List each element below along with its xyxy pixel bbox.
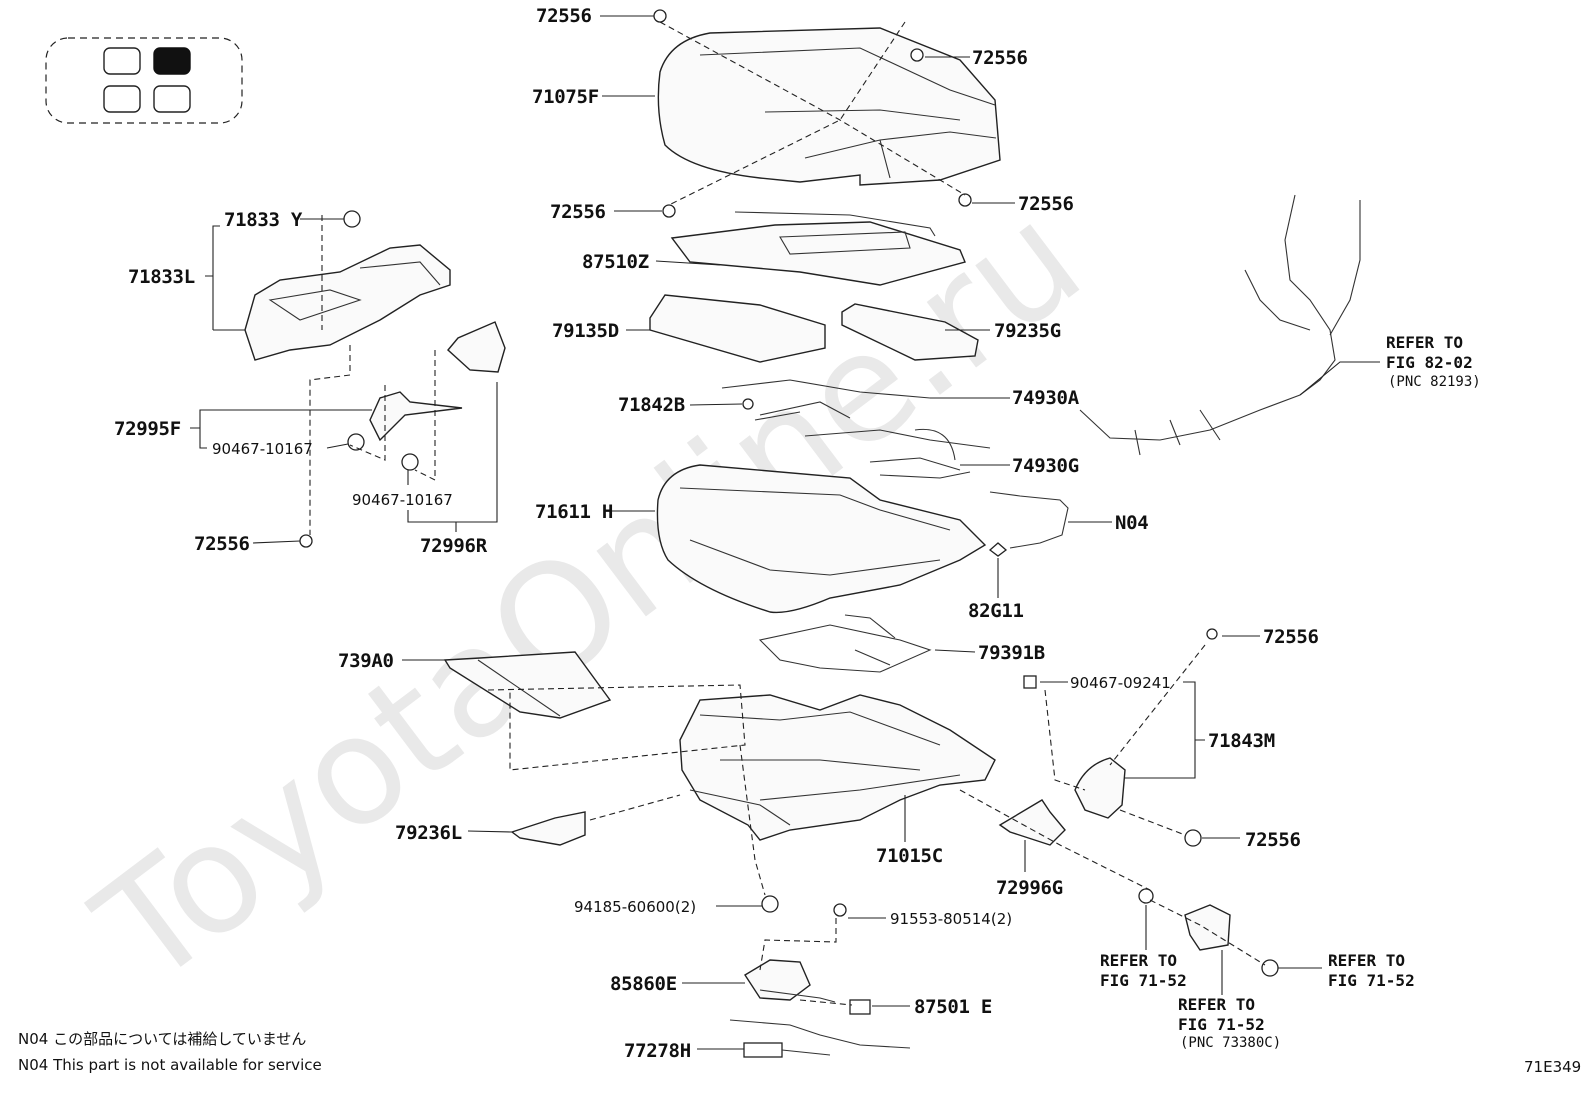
ref-wire-pnc: (PNC 82193) [1388, 374, 1481, 390]
label-74930A: 74930A [1012, 387, 1080, 409]
washer-icon [1138, 888, 1154, 904]
ref-left-line1: REFER TO [1100, 951, 1177, 970]
nut-icon [1261, 959, 1279, 977]
label-72556-b: 72556 [972, 47, 1028, 69]
side-shield-71833L [244, 244, 451, 361]
label-77278H: 77278H [624, 1040, 691, 1062]
mat-79391B [758, 614, 932, 673]
pad-79135D [649, 294, 826, 363]
panel-739A0 [443, 651, 612, 719]
ref-mid-line1: REFER TO [1178, 995, 1255, 1014]
label-85860E: 85860E [610, 973, 677, 995]
module-77278H [729, 1019, 911, 1058]
label-71833L: 71833L [128, 266, 195, 288]
label-90467-10167-a: 90467-10167 [212, 440, 313, 458]
cover-71843M [1074, 757, 1126, 819]
label-74930G: 74930G [1012, 455, 1079, 477]
ref-mid-pnc: (PNC 73380C) [1180, 1035, 1281, 1051]
ref-wire-line1: REFER TO [1386, 333, 1463, 352]
label-72556-f: 72556 [1263, 626, 1319, 648]
label-72556-e: 72556 [194, 533, 250, 555]
label-71075F: 71075F [532, 86, 599, 108]
heater-pad-87510Z [670, 211, 966, 286]
seat-highlight-icon [153, 47, 191, 75]
ref-wire-line2: FIG 82-02 [1386, 353, 1473, 372]
bracket-73380C [1184, 904, 1231, 951]
switch-85860E [744, 959, 836, 1003]
label-72995F: 72995F [114, 418, 181, 440]
ref-mid-line2: FIG 71-52 [1178, 1015, 1265, 1034]
label-91553-80514: 91553-80514(2) [890, 910, 1012, 928]
cover-79236L [510, 811, 586, 846]
label-71833Y: 71833 Y [224, 209, 303, 231]
label-87501E: 87501 E [914, 996, 992, 1018]
ref-left-line2: FIG 71-52 [1100, 971, 1187, 990]
seat-locator-icon [45, 37, 243, 124]
connector-87501E [849, 999, 871, 1015]
wire-harness [1079, 194, 1361, 456]
ref-right-line2: FIG 71-52 [1328, 971, 1415, 990]
note-en: N04 This part is not available for servi… [18, 1056, 322, 1074]
label-72556-d: 72556 [1018, 193, 1074, 215]
label-79235G: 79235G [994, 320, 1061, 342]
label-71842B: 71842B [618, 394, 685, 416]
label-90467-09241: 90467-09241 [1070, 674, 1171, 692]
pad-79235G [841, 303, 979, 361]
label-72996R: 72996R [420, 535, 488, 557]
label-87510Z: 87510Z [582, 251, 649, 273]
connector-82G11 [988, 542, 1008, 557]
label-72996G: 72996G [996, 877, 1063, 899]
wire-N04 [989, 491, 1069, 549]
cushion-pad-71611H [656, 464, 987, 614]
seat-frame-71015C [679, 694, 996, 841]
sensor-74930A [721, 379, 931, 421]
label-71015C: 71015C [876, 845, 943, 867]
label-739A0: 739A0 [338, 650, 394, 672]
label-94185-60600: 94185-60600(2) [574, 898, 696, 916]
assembly-lines [309, 21, 1266, 1006]
label-71611H: 71611 H [535, 501, 613, 523]
leader-lines [190, 15, 1380, 1050]
cover-72996R [447, 321, 506, 373]
note-jp: N04 この部品については補給していません [18, 1030, 306, 1048]
label-79391B: 79391B [978, 642, 1045, 664]
label-72556-c: 72556 [550, 201, 606, 223]
sensor-74930G [804, 428, 991, 479]
label-71843M: 71843M [1208, 730, 1275, 752]
label-79236L: 79236L [395, 822, 462, 844]
label-90467-10167-b: 90467-10167 [352, 491, 453, 509]
seat-cover-71075F [657, 27, 1001, 186]
label-N04: N04 [1115, 512, 1148, 534]
cover-72996G [998, 799, 1066, 846]
watermark: ToyotaOnline.ru [66, 171, 1112, 1019]
label-72556-a: 72556 [536, 5, 592, 27]
figure-code: 71E349 [1524, 1058, 1581, 1076]
label-79135D: 79135D [552, 320, 619, 342]
ref-right-line1: REFER TO [1328, 951, 1405, 970]
label-82G11: 82G11 [968, 600, 1024, 622]
cover-72995F [369, 391, 463, 442]
label-72556-g: 72556 [1245, 829, 1301, 851]
